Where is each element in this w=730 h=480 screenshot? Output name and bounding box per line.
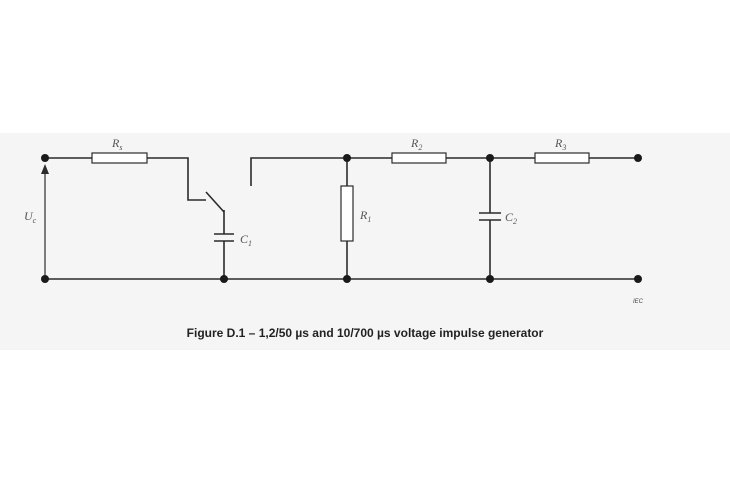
node-r1-bottom	[343, 275, 351, 283]
wire-rs-switch	[147, 157, 206, 201]
switch-blade	[205, 191, 225, 213]
resistor-rs	[91, 152, 148, 164]
figure-caption: Figure D.1 – 1,2/50 µs and 10/700 µs vol…	[186, 326, 544, 340]
resistor-r1	[340, 185, 354, 242]
label-c2: C2	[505, 210, 517, 226]
label-r1: R1	[359, 208, 371, 224]
node-c2-top	[486, 154, 494, 162]
wire-open-contact	[250, 157, 347, 186]
label-r3: R3	[554, 136, 566, 152]
label-rs: Rs	[111, 136, 122, 152]
terminal-top-left	[41, 154, 49, 162]
label-r2: R2	[410, 136, 422, 152]
terminal-bottom-right	[634, 275, 642, 283]
voltage-arrow-head	[41, 164, 49, 174]
node-c2-bottom	[486, 275, 494, 283]
node-c1-ground	[220, 275, 228, 283]
terminal-bottom-left	[41, 275, 49, 283]
label-uc: Uc	[24, 209, 37, 225]
resistor-r3	[534, 152, 590, 164]
figure-panel	[0, 133, 730, 350]
node-r1-top	[343, 154, 351, 162]
resistor-r2	[391, 152, 447, 164]
terminal-top-right	[634, 154, 642, 162]
label-c1: C1	[240, 232, 252, 248]
iec-watermark: IEC	[633, 299, 644, 305]
